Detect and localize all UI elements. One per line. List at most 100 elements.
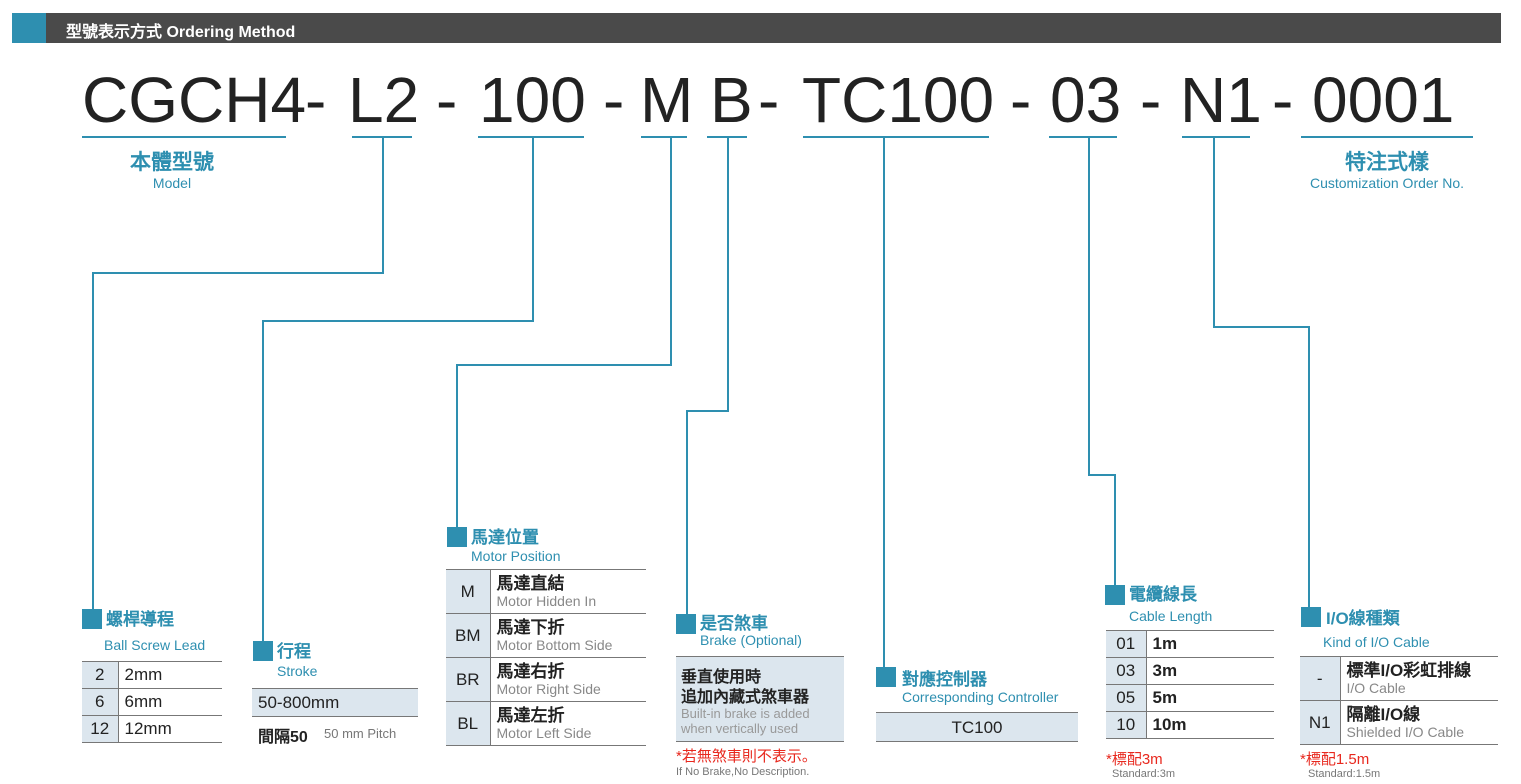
ball-screw-table: 2 2mm 6 6mm 12 12mm xyxy=(82,661,222,743)
cable-length-title-en: Cable Length xyxy=(1129,608,1213,624)
table-cell: BR xyxy=(446,657,491,702)
code-dash: - xyxy=(758,64,780,136)
stroke-range: 50-800mm xyxy=(258,693,340,712)
motor-option-zh: 馬達直結 xyxy=(496,574,565,593)
connector-line xyxy=(727,138,729,410)
code-dash: - xyxy=(305,64,327,136)
stroke-range-box: 50-800mm xyxy=(252,688,418,717)
table-row: 05 5m xyxy=(1106,684,1274,712)
table-row: 03 3m xyxy=(1106,657,1274,685)
controller-box: TC100 xyxy=(876,712,1078,742)
underline-controller xyxy=(803,136,989,138)
table-cell: 12 xyxy=(82,715,119,743)
connector-line xyxy=(92,272,94,612)
controller-marker xyxy=(876,667,896,687)
ball-screw-title-en: Ball Screw Lead xyxy=(104,637,206,653)
table-cell: 5m xyxy=(1146,684,1274,712)
stroke-title-en: Stroke xyxy=(277,663,318,679)
cable-length-table: 01 1m 03 3m 05 5m 10 10m xyxy=(1106,630,1274,739)
table-cell: 6mm xyxy=(118,688,222,716)
connector-line xyxy=(686,410,688,615)
brake-marker xyxy=(676,614,696,634)
motor-option-en: Motor Bottom Side xyxy=(496,637,613,653)
table-cell: 01 xyxy=(1106,630,1147,658)
connector-line xyxy=(1308,326,1310,608)
io-option-en: I/O Cable xyxy=(1346,680,1406,696)
code-model: CGCH4 xyxy=(82,64,307,136)
cable-standard-zh: *標配3m xyxy=(1106,751,1163,768)
ball-screw-marker xyxy=(82,609,102,629)
code-cable: 03 xyxy=(1050,64,1122,136)
table-cell: BL xyxy=(446,701,491,746)
brake-box: 垂直使用時 追加內藏式煞車器 Built-in brake is added w… xyxy=(676,656,844,742)
stroke-marker xyxy=(253,641,273,661)
code-motor: M xyxy=(640,64,694,136)
table-cell: 6 xyxy=(82,688,119,716)
table-cell: 03 xyxy=(1106,657,1147,685)
brake-title-en: Brake (Optional) xyxy=(700,632,802,648)
motor-option-zh: 馬達左折 xyxy=(496,706,565,725)
table-cell: M xyxy=(446,569,491,614)
connector-line xyxy=(670,138,672,364)
code-dash: - xyxy=(603,64,625,136)
stroke-title-zh: 行程 xyxy=(277,642,311,661)
table-cell: 1m xyxy=(1146,630,1274,658)
connector-line xyxy=(456,364,458,528)
connector-line xyxy=(686,410,729,412)
underline-brake xyxy=(707,136,747,138)
brake-title-zh: 是否煞車 xyxy=(700,614,768,633)
header-accent-block xyxy=(12,13,46,43)
underline-io xyxy=(1182,136,1250,138)
motor-position-marker xyxy=(447,527,467,547)
connector-line xyxy=(1213,326,1310,328)
io-option-en: Shielded I/O Cable xyxy=(1346,724,1465,740)
code-dash: - xyxy=(436,64,458,136)
connector-line xyxy=(92,272,384,274)
io-cable-marker xyxy=(1301,607,1321,627)
table-row: 01 1m xyxy=(1106,630,1274,658)
table-cell: 12mm xyxy=(118,715,222,743)
controller-title-en: Corresponding Controller xyxy=(902,689,1059,705)
connector-line xyxy=(456,364,672,366)
stroke-pitch-en: 50 mm Pitch xyxy=(324,726,397,741)
code-dash: - xyxy=(1272,64,1294,136)
io-standard-zh: *標配1.5m xyxy=(1300,751,1370,768)
brake-line2: 追加內藏式煞車器 xyxy=(681,689,810,706)
connector-line xyxy=(262,320,534,322)
underline-lead xyxy=(352,136,412,138)
connector-line xyxy=(532,138,534,320)
code-controller: TC100 xyxy=(802,64,995,136)
code-dash: - xyxy=(1010,64,1032,136)
io-option-zh: 隔離I/O線 xyxy=(1346,705,1421,724)
motor-option-en: Motor Left Side xyxy=(496,725,592,741)
motor-position-title-zh: 馬達位置 xyxy=(471,528,539,547)
model-label-zh: 本體型號 xyxy=(130,151,214,174)
underline-cable xyxy=(1049,136,1117,138)
connector-line xyxy=(1088,138,1090,476)
table-cell: 2 xyxy=(82,661,119,689)
table-cell: N1 xyxy=(1300,700,1341,745)
connector-line xyxy=(382,138,384,272)
cable-length-title-zh: 電纜線長 xyxy=(1129,585,1197,604)
brake-desc-en2: when vertically used xyxy=(681,721,799,736)
connector-line xyxy=(1114,474,1116,586)
table-cell: 3m xyxy=(1146,657,1274,685)
code-brake: B xyxy=(710,64,753,136)
connector-line xyxy=(1213,138,1215,328)
underline-stroke xyxy=(478,136,584,138)
cable-standard-en: Standard:3m xyxy=(1112,768,1175,780)
controller-value: TC100 xyxy=(951,718,1003,737)
io-option-zh: 標準I/O彩虹排線 xyxy=(1346,661,1472,680)
io-cable-title-en: Kind of I/O Cable xyxy=(1323,634,1430,650)
section-title: 型號表示方式 Ordering Method xyxy=(66,24,296,41)
brake-line1: 垂直使用時 xyxy=(681,669,762,686)
